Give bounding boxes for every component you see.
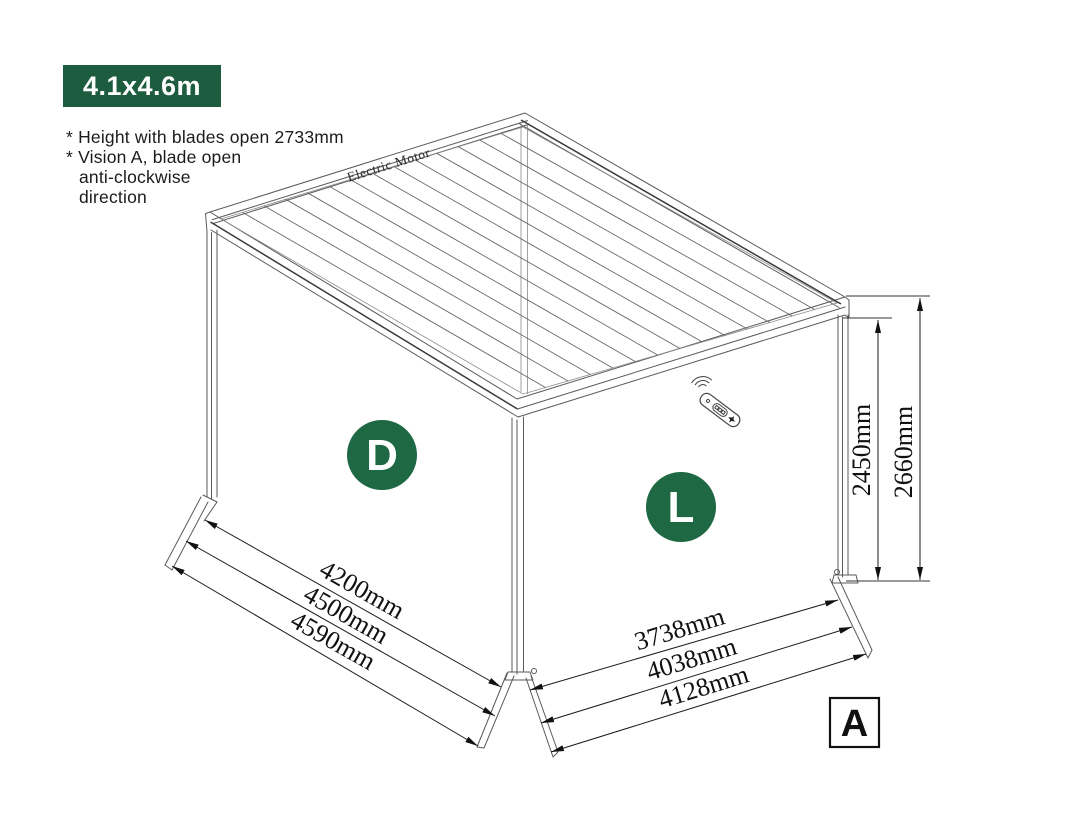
- louver-blade: [501, 133, 815, 310]
- length-circle-label: L: [668, 483, 695, 532]
- louver-blade: [328, 185, 636, 362]
- front-post: [511, 416, 524, 675]
- louver-blade: [263, 205, 569, 382]
- dim-label-2660: 2660mm: [889, 406, 918, 498]
- note-vision-line-1: * Vision A, blade open: [66, 147, 242, 167]
- remote-button-3: [720, 409, 726, 416]
- louver-blade: [458, 146, 770, 323]
- note-height-open: * Height with blades open 2733mm: [66, 127, 344, 147]
- back-post: [520, 122, 528, 394]
- louver-blade: [436, 152, 748, 330]
- marker-depth: D: [347, 420, 417, 490]
- marker-length: L: [646, 472, 716, 542]
- louver-blade: [371, 172, 681, 349]
- roof-inner-frame: [220, 126, 839, 395]
- depth-circle-label: D: [366, 431, 398, 480]
- front-post-foot: [476, 671, 559, 758]
- electric-motor-label: Electric Motor: [345, 145, 432, 185]
- note-vision-line-2: anti-clockwise: [79, 167, 191, 187]
- remote-led-dot: [706, 398, 711, 403]
- vision-a-frame: [828, 696, 881, 749]
- right-post-foot: [829, 574, 873, 659]
- dimension-height-group: 2450mm 2660mm: [843, 295, 930, 582]
- dim-line-4590: [171, 565, 479, 747]
- louver-blade: [479, 139, 793, 317]
- dimension-depth-group: 4200mm 4500mm 4590mm: [171, 519, 502, 747]
- remote-body: [699, 392, 741, 428]
- louver-blade: [414, 159, 726, 336]
- louver-blade: [285, 198, 591, 375]
- left-post-foot: [164, 494, 218, 571]
- remote-star-logo: [728, 416, 735, 423]
- louver-blade: [350, 179, 658, 356]
- remote-control-icon: [691, 376, 741, 428]
- height-extension-lines: [843, 295, 930, 582]
- pergola-structure: [164, 112, 873, 758]
- louver-blade: [242, 212, 546, 388]
- remote-button-2: [717, 407, 723, 413]
- dim-label-2450: 2450mm: [847, 404, 876, 496]
- signal-waves-icon: [691, 376, 713, 388]
- right-foot-bolt: [834, 569, 840, 575]
- remote-button-pill: [712, 403, 728, 417]
- note-vision-line-3: direction: [79, 187, 147, 207]
- size-badge: 4.1x4.6m: [63, 65, 221, 107]
- front-left-fascia-edge: [210, 221, 518, 410]
- vision-a-box: A: [828, 696, 881, 749]
- roof-right-rail: [518, 123, 840, 308]
- louver-blade: [307, 192, 613, 369]
- right-post: [837, 314, 849, 578]
- left-post: [206, 229, 218, 500]
- dimension-length-group: 3738mm 4038mm 4128mm: [529, 599, 867, 753]
- front-foot-bolt: [531, 668, 537, 674]
- front-left-fascia: [205, 211, 519, 418]
- vision-a-label: A: [841, 703, 868, 745]
- louver-blade: [393, 166, 703, 343]
- front-right-fascia: [517, 296, 850, 418]
- roof-louvers: [242, 133, 815, 388]
- depth-circle: [347, 420, 417, 490]
- notes-block: * Height with blades open 2733mm * Visio…: [66, 127, 344, 207]
- dim-line-4128: [550, 653, 867, 753]
- roof-right-rail-dark: [520, 119, 842, 305]
- length-circle: [646, 472, 716, 542]
- remote-button-1: [714, 404, 720, 411]
